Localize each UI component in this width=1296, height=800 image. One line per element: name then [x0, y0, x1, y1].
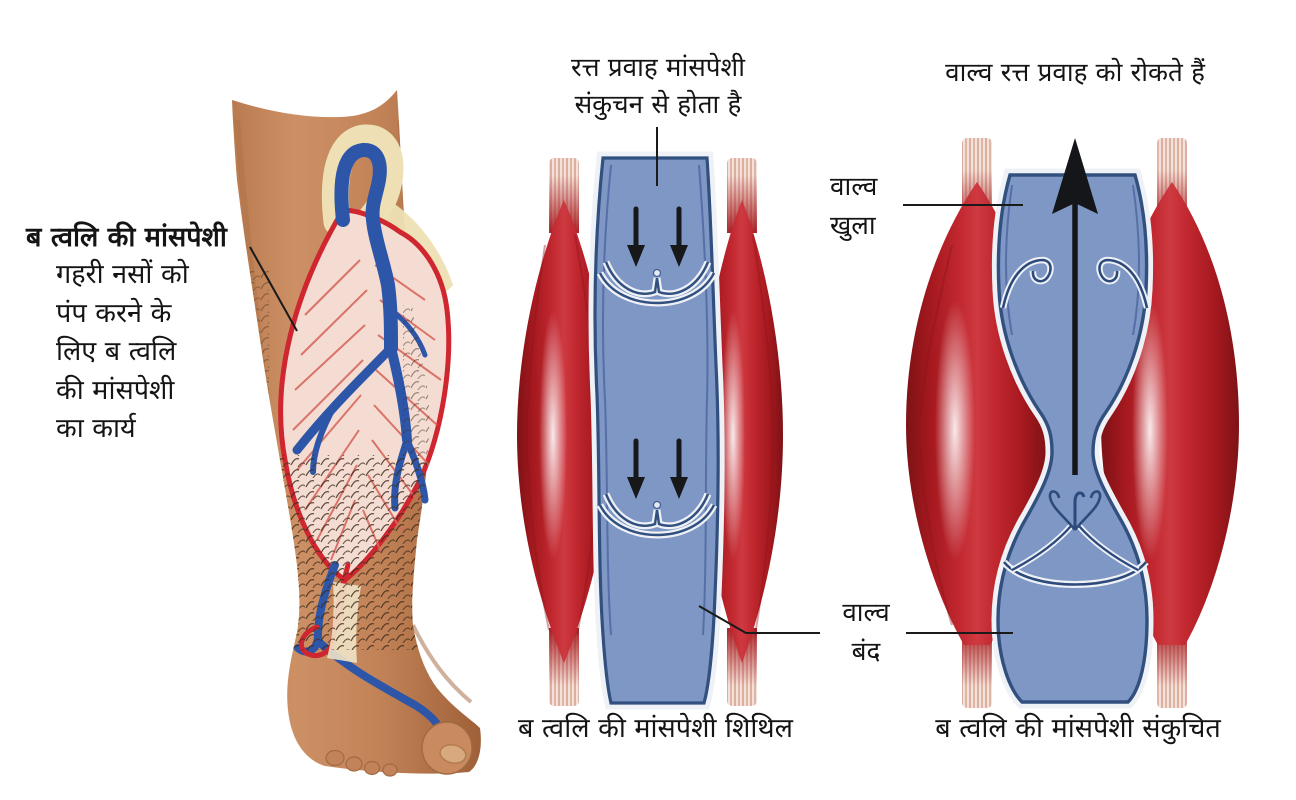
relaxed-muscle-diagram	[517, 145, 783, 720]
valve-closed-fleur	[1001, 490, 1149, 588]
muscle-left-relaxed	[517, 158, 611, 706]
toenail	[439, 744, 467, 764]
relaxed-muscle-caption: ब त्वलि की मांसपेशी शिथिल	[518, 713, 793, 744]
annotation-line: की मांसपेशी	[56, 374, 175, 406]
blood-flow-label-line1: रत्त प्रवाह मांसपेशी	[571, 53, 745, 83]
annotation-line: गहरी नसों को	[56, 259, 189, 290]
valve-open-cusps	[999, 256, 1151, 309]
blood-flow-up-arrow	[1052, 138, 1098, 475]
blood-flow-label: रत्त प्रवाह मांसपेशी संकुचन से होता है	[528, 50, 788, 124]
valve-open-label: वाल्व खुला	[830, 168, 920, 246]
leg-illustration	[232, 90, 481, 777]
valve-open-line1: वाल्व	[830, 172, 878, 202]
contracted-muscle-diagram	[906, 138, 1239, 715]
valve-closed-label: वाल्व बंद	[824, 594, 908, 672]
valves-stop-flow-label: वाल्व रत्त प्रवाह को रोकते हैं	[945, 58, 1205, 88]
blood-flow-label-line2: संकुचन से होता है	[574, 90, 742, 120]
annotation-line: पंप करने के	[56, 297, 172, 329]
valve-closed-line1: वाल्व	[842, 598, 890, 628]
contracted-muscle-caption: ब त्वलि की मांसपेशी संकुचित	[935, 713, 1221, 744]
annotation-line: लिए ब त्वलि	[56, 336, 177, 367]
foot-toes	[325, 624, 473, 777]
calf-muscle-title: ब त्वलि की मांसपेशी	[26, 222, 227, 253]
valve-open-line2: खुला	[830, 211, 876, 241]
calf-muscle-annotation: ब त्वलि की मांसपेशी गहरी नसों को पंप करन…	[26, 220, 276, 449]
annotation-line: का कार्य	[56, 413, 136, 444]
vein-relaxed	[595, 158, 718, 703]
valve-closed-line2: बंद	[851, 637, 881, 667]
